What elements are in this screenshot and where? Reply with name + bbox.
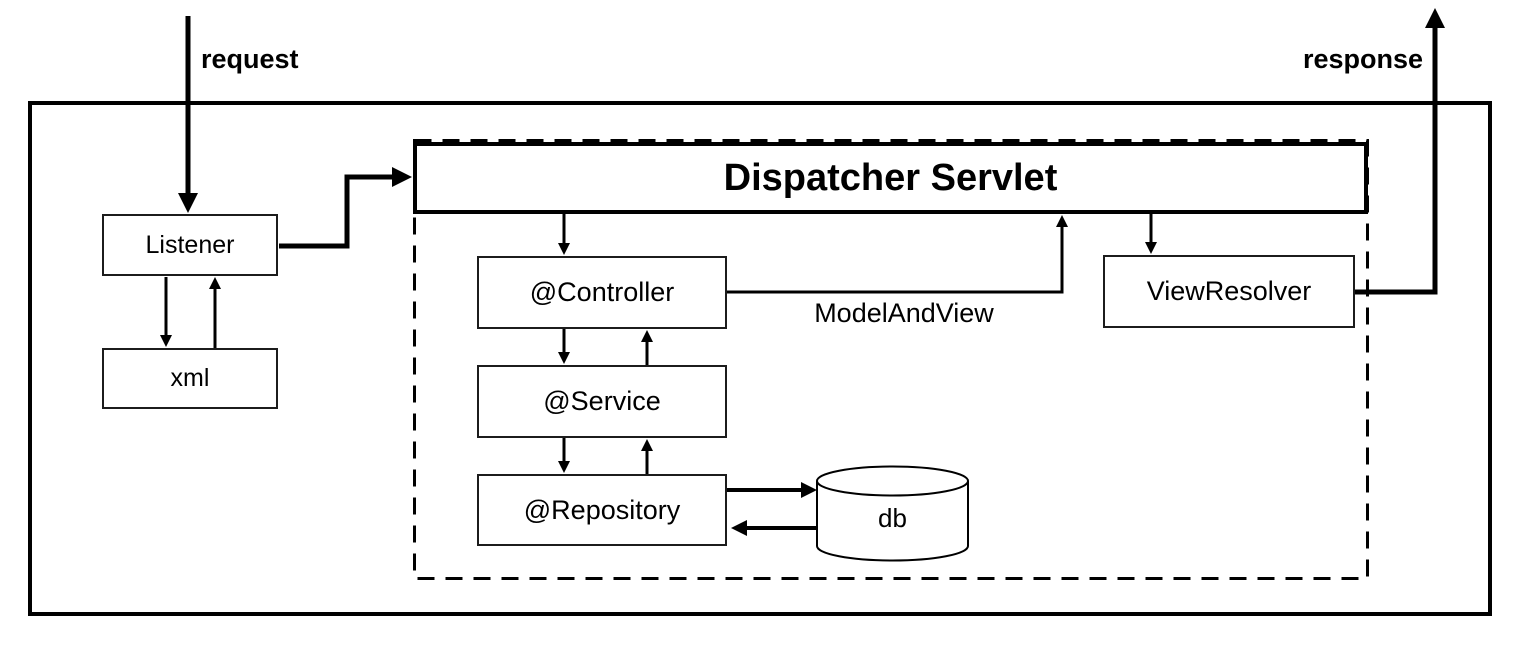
db-cylinder	[816, 465, 969, 562]
service-box: @Service	[477, 365, 727, 438]
xml-label: xml	[170, 364, 210, 392]
modelandview-connector	[727, 215, 1068, 294]
controller-label: @Controller	[529, 277, 675, 307]
view-resolver-box: ViewResolver	[1103, 255, 1355, 328]
dispatcher-servlet-label: Dispatcher Servlet	[723, 157, 1058, 199]
viewresolver-to-response-connector	[1355, 8, 1445, 295]
listener-label: Listener	[145, 230, 235, 259]
db-label: db	[878, 503, 907, 533]
listener-to-dispatcher-connector	[279, 167, 412, 249]
spring-container-dashed-box	[413, 139, 1369, 580]
view-resolver-label: ViewResolver	[1146, 276, 1312, 306]
repository-box: @Repository	[477, 474, 727, 546]
db-cylinder-body	[816, 481, 969, 562]
response-label: response	[1303, 44, 1424, 74]
service-label: @Service	[543, 386, 661, 416]
listener-box: Listener	[102, 214, 278, 276]
controller-box: @Controller	[477, 256, 727, 329]
dispatcher-servlet-box: Dispatcher Servlet	[413, 142, 1368, 214]
repository-label: @Repository	[523, 494, 681, 525]
web-application-outer-box	[28, 101, 1492, 616]
model-and-view-label: ModelAndView	[814, 298, 994, 328]
request-label: request	[201, 44, 299, 74]
xml-box: xml	[102, 348, 278, 409]
db-cylinder-top	[816, 465, 969, 497]
